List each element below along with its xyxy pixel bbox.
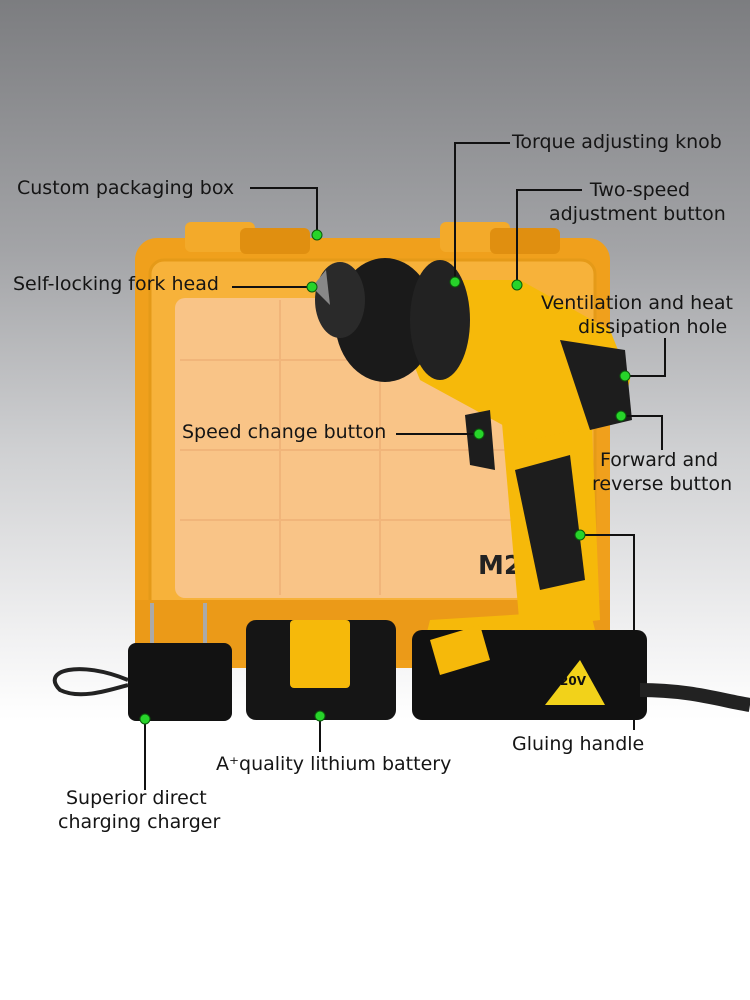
label-forward-1: Forward and bbox=[600, 449, 719, 471]
label-two-speed-2: adjustment button bbox=[549, 203, 726, 225]
spare-battery bbox=[246, 620, 396, 720]
label-torque-knob: Torque adjusting knob bbox=[512, 131, 722, 153]
leader-lines bbox=[144, 142, 666, 790]
label-two-speed-1: Two-speed bbox=[589, 179, 691, 201]
battery-voltage-label: 20V bbox=[560, 674, 587, 688]
label-speed-change: Speed change button bbox=[182, 421, 387, 443]
drill bbox=[312, 258, 632, 660]
label-ventilation-1: Ventilation and heat bbox=[541, 292, 733, 314]
label-gluing-handle: Gluing handle bbox=[512, 733, 645, 755]
label-charger-2: charging charger bbox=[58, 811, 221, 833]
label-packaging-box: Custom packaging box bbox=[17, 177, 235, 199]
label-fork-head: Self-locking fork head bbox=[13, 273, 219, 295]
drill-battery bbox=[412, 625, 647, 720]
charger bbox=[52, 603, 232, 721]
label-forward-2: reverse button bbox=[592, 473, 733, 495]
label-lithium-battery: A⁺quality lithium battery bbox=[216, 753, 452, 775]
label-ventilation-2: dissipation hole bbox=[578, 316, 728, 338]
label-charger-1: Superior direct bbox=[66, 787, 207, 809]
strap bbox=[639, 683, 750, 712]
callout-dots bbox=[139, 229, 631, 725]
